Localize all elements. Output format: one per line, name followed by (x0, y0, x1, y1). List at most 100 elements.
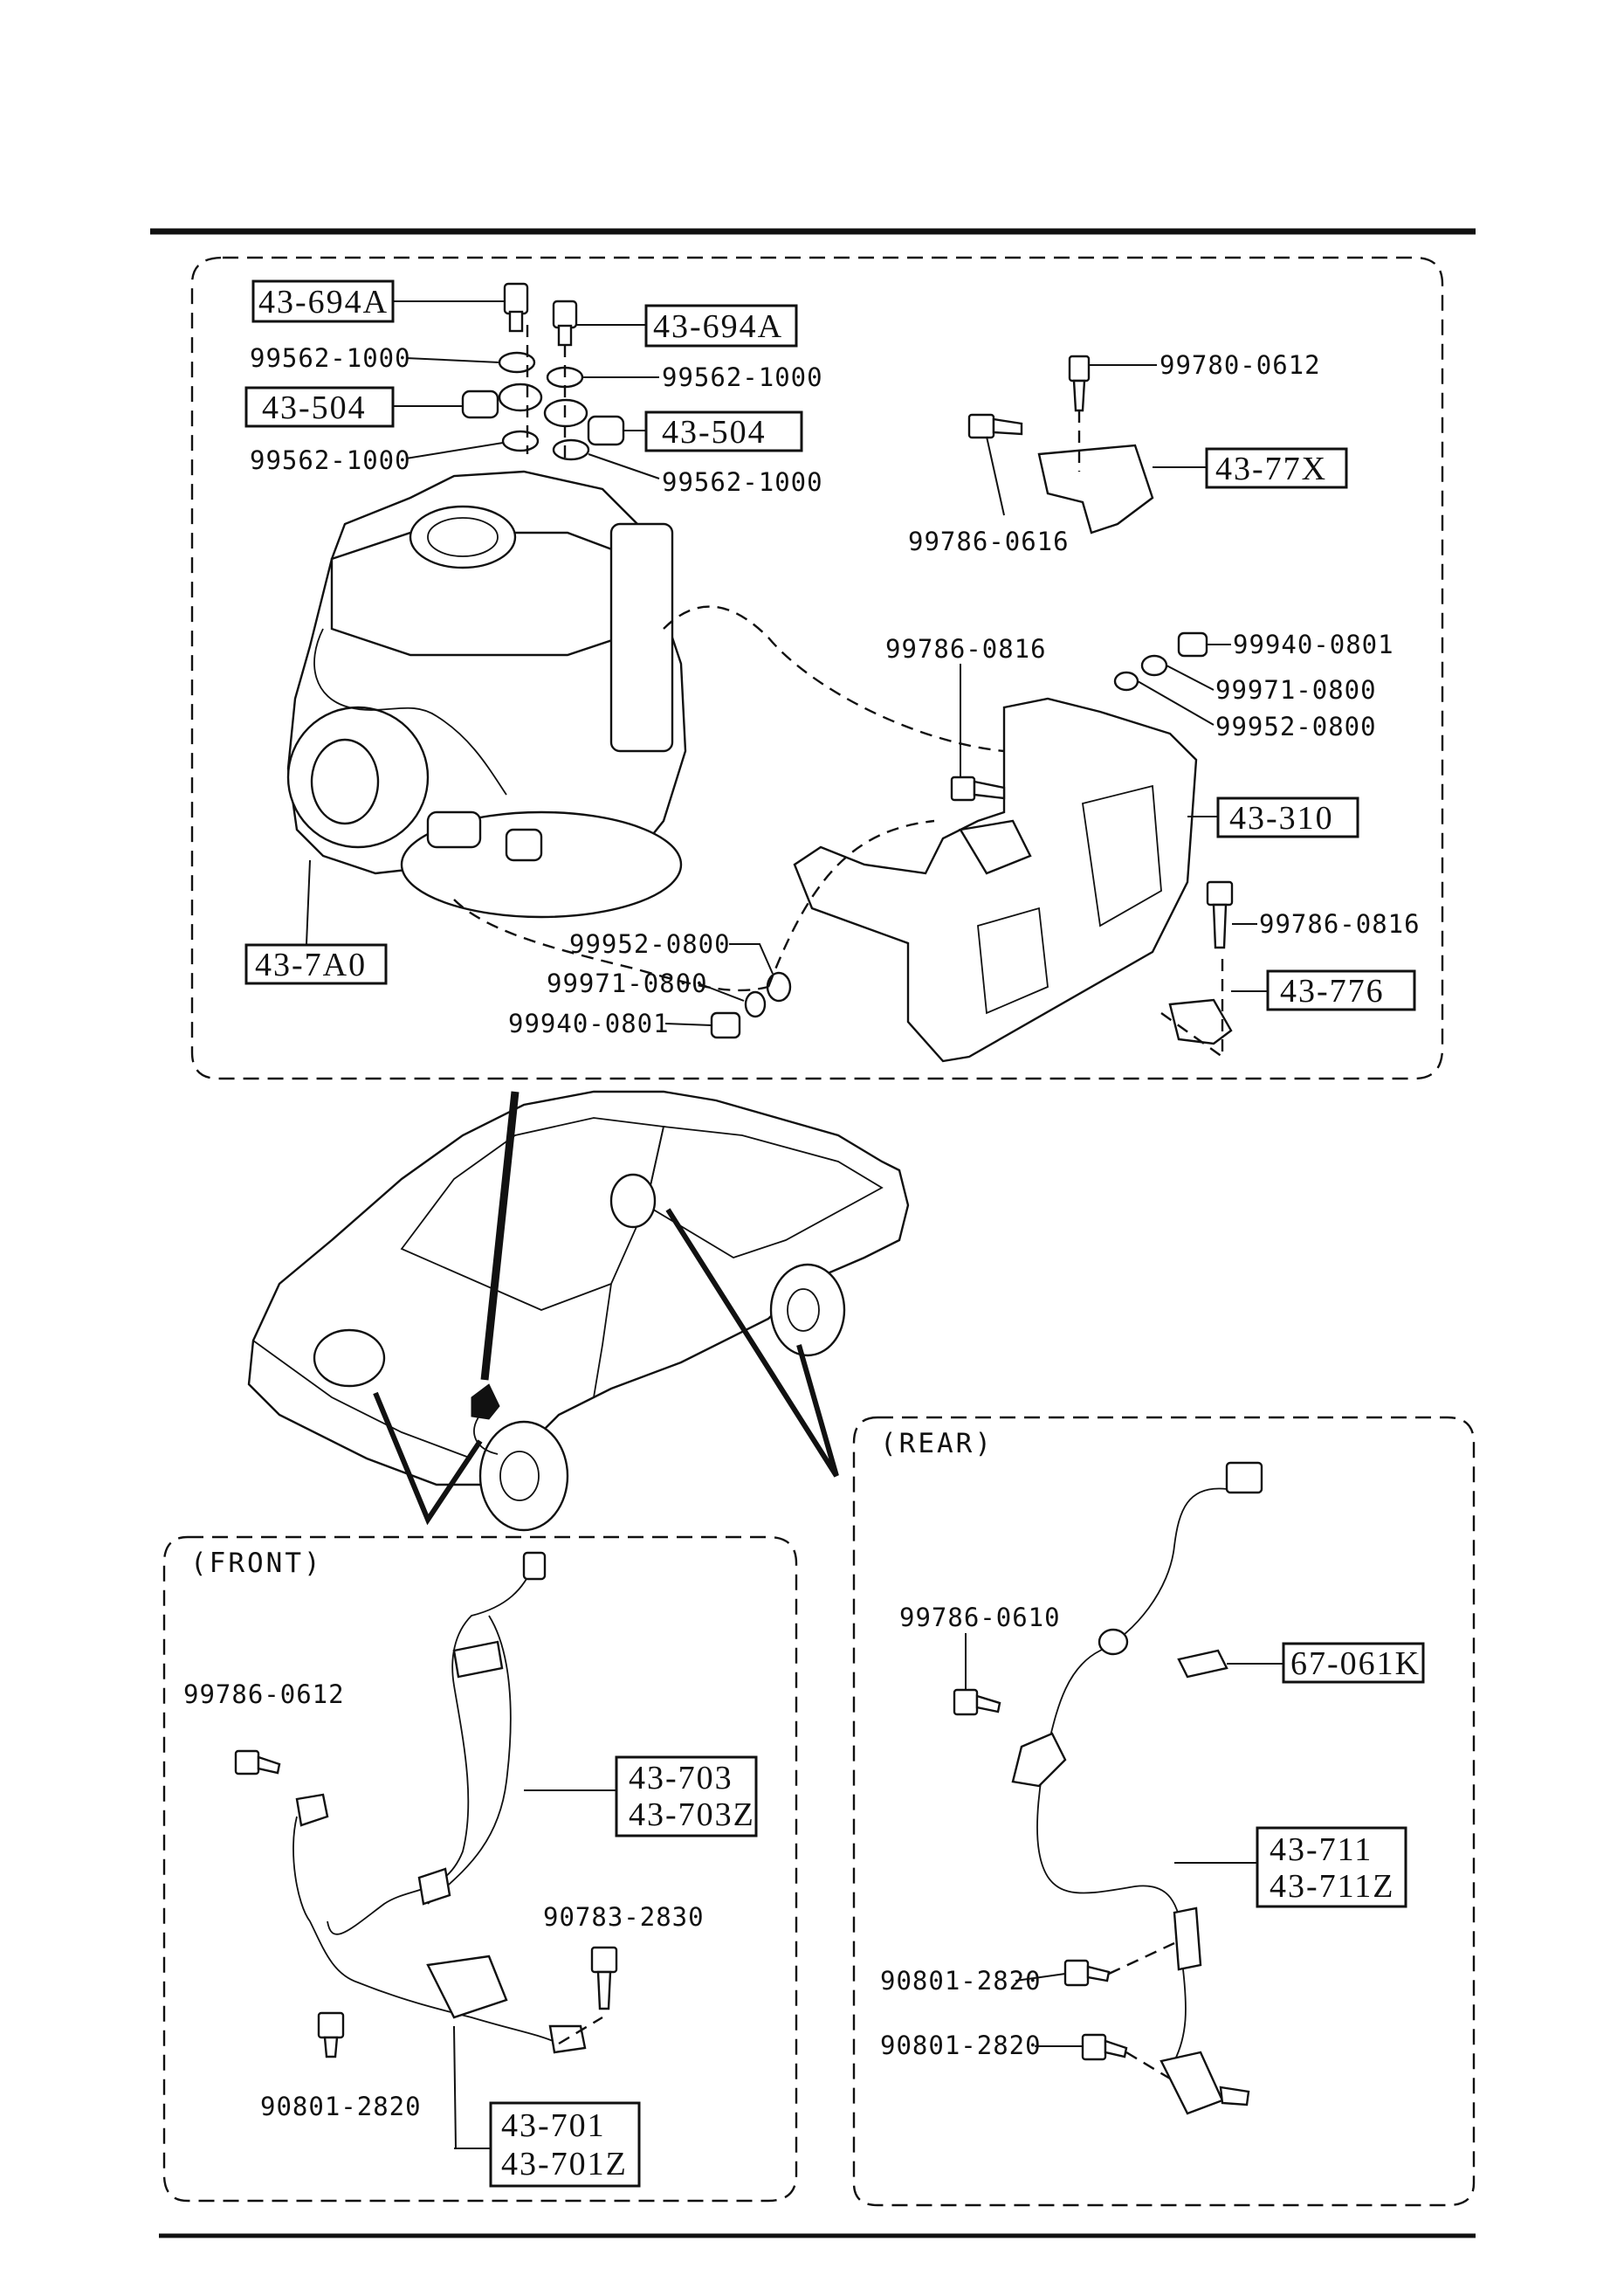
assembly-line-clamp (1160, 952, 1224, 1059)
leader-99786-0616 (986, 436, 1005, 516)
ref-43-77x-box (1205, 447, 1348, 489)
rear-connector-shape (1225, 1461, 1263, 1494)
leader-99562-c (405, 442, 504, 459)
clip-67-061k-shape (1177, 1649, 1228, 1679)
bolt-99786-0816-right-shank (1212, 903, 1228, 949)
ref-43-711-box (1256, 1826, 1407, 1908)
rear-sensor-frame (852, 1416, 1476, 2207)
abs-unit-location-marker (471, 1383, 500, 1420)
ref-43-694a-right-box (644, 304, 798, 348)
ref-43-703: 43-703 (629, 1760, 733, 1796)
front-sensor-bracket-shape (426, 1955, 508, 2019)
leader-99562-a (405, 357, 500, 363)
reservoir-cap-ring (427, 517, 499, 557)
leader-99940-bottom (664, 1023, 712, 1026)
bolt-43-694a-right-shank (557, 324, 573, 347)
leader-43-701 (453, 2025, 457, 2149)
bolt-90801-2820-a-shank (1086, 1965, 1111, 1982)
bolt-90783-2830-head (590, 1946, 618, 1974)
hydraulic-unit-panel: 43-694A 43-694A 43-504 43-504 43-77X 43-… (190, 256, 1444, 1080)
bolt-99786-0816-top-head (950, 776, 976, 802)
rear-sensor-head-shape (1160, 2051, 1224, 2115)
label-90801-2820-a: 90801-2820 (880, 1966, 1042, 1996)
bolt-99780-0612-head (1068, 355, 1091, 383)
bolt-90801-2820-head (317, 2011, 345, 2039)
label-99971-0800-bottom: 99971-0800 (547, 969, 708, 998)
pointer-hydraulic-unit (480, 1091, 520, 1381)
rear-sensor-panel: (REAR) 67-061K 43-711 43-711Z 99786-0610… (852, 1416, 1476, 2207)
label-99786-0610: 99786-0610 (899, 1603, 1061, 1632)
label-99786-0816-right: 99786-0816 (1259, 909, 1421, 939)
bolt-43-694a-left-shape (503, 282, 529, 315)
rear-left-wheel-arch (609, 1173, 657, 1229)
assembly-line-lower (453, 899, 769, 992)
front-clip-upper-shape (452, 1640, 504, 1679)
ref-43-701: 43-701 (501, 2107, 606, 2144)
bolt-43-694a-left-shank (508, 310, 524, 333)
ref-43-711z: 43-711Z (1270, 1868, 1394, 1905)
bolt-90783-2830-shank (596, 1970, 612, 2010)
ref-43-703-box (615, 1755, 758, 1837)
pump-motor-face (310, 738, 380, 825)
hydraulic-unit-frame (190, 256, 1444, 1080)
label-99952-0800-bottom: 99952-0800 (569, 929, 731, 959)
label-99786-0612: 99786-0612 (183, 1679, 345, 1709)
front-sensor-cable (292, 1816, 560, 2044)
leader-99971-bottom (698, 983, 745, 1002)
reservoir-cap-shape (409, 505, 517, 569)
ref-43-776-box (1266, 969, 1416, 1011)
stud-shape (505, 828, 543, 862)
fitting-43-504-right-shape (587, 415, 625, 446)
label-99562-1000-a: 99562-1000 (250, 343, 411, 373)
bolt-99786-0610-head (953, 1688, 979, 1716)
leader-99562-d (588, 453, 660, 479)
leader-99971-top (1166, 665, 1215, 691)
washer-99971-bottom-shape (744, 990, 767, 1018)
label-90783-2830: 90783-2830 (543, 1902, 705, 1932)
rear-wheel-hub (787, 1288, 820, 1332)
ref-43-504-left-box (244, 386, 395, 428)
nut-99940-top-shape (1177, 631, 1208, 658)
bolt-43-694a-right-shape (552, 300, 578, 329)
front-clip-lower-shape (417, 1867, 451, 1906)
washer-99971-top-shape (1140, 654, 1168, 677)
label-99940-0801-top: 99940-0801 (1233, 630, 1394, 659)
bracket-43-77x (967, 355, 1154, 534)
front-sensor-frame (162, 1535, 798, 2203)
vehicle-illustration (247, 1090, 910, 1532)
ref-43-701-box (489, 2101, 641, 2188)
rear-grommet-shape (1098, 1628, 1129, 1656)
rear-sensor-cable-lower (1173, 1968, 1187, 2062)
washer-a-shape (498, 351, 536, 374)
rear-assembly-line-b (1125, 2051, 1171, 2080)
banjo-left-shape (498, 383, 543, 412)
ref-43-77x: 43-77X (1215, 451, 1327, 487)
nut-99940-bottom-shape (710, 1011, 741, 1039)
ref-43-504-right: 43-504 (662, 414, 767, 451)
label-99971-0800-top: 99971-0800 (1215, 675, 1377, 705)
pointer-rear-sensor (665, 1208, 839, 1478)
label-99786-0816-top: 99786-0816 (885, 634, 1047, 664)
bolt-90801-2820-shank (323, 2036, 339, 2058)
ref-43-7a0: 43-7A0 (255, 947, 367, 983)
bracket-43-77x-shape (1037, 444, 1154, 534)
rear-bracket-upper-shape (1011, 1732, 1067, 1788)
ref-43-776: 43-776 (1280, 973, 1385, 1010)
label-99562-1000-c: 99562-1000 (250, 445, 411, 475)
bolt-90801-2820-b-head (1081, 2033, 1107, 2061)
bolt-99786-0610-shank (975, 1694, 1001, 1713)
ref-43-694a-left-box (251, 279, 395, 323)
ref-43-310: 43-310 (1229, 800, 1334, 837)
washer-99952-bottom-shape (766, 971, 792, 1003)
leader-99952-bottom (729, 943, 774, 975)
bolt-99786-0616-shank (992, 417, 1023, 436)
washer-d-shape (552, 438, 590, 461)
ref-43-310-box (1216, 796, 1359, 838)
bolt-99786-0816-right-head (1206, 880, 1234, 907)
ref-43-711: 43-711 (1270, 1831, 1373, 1868)
label-99786-0616: 99786-0616 (908, 527, 1070, 556)
abs-hydraulic-unit (286, 470, 687, 919)
car-bumper-line (252, 1340, 472, 1459)
abs-unit-pipe-line (473, 1414, 499, 1455)
